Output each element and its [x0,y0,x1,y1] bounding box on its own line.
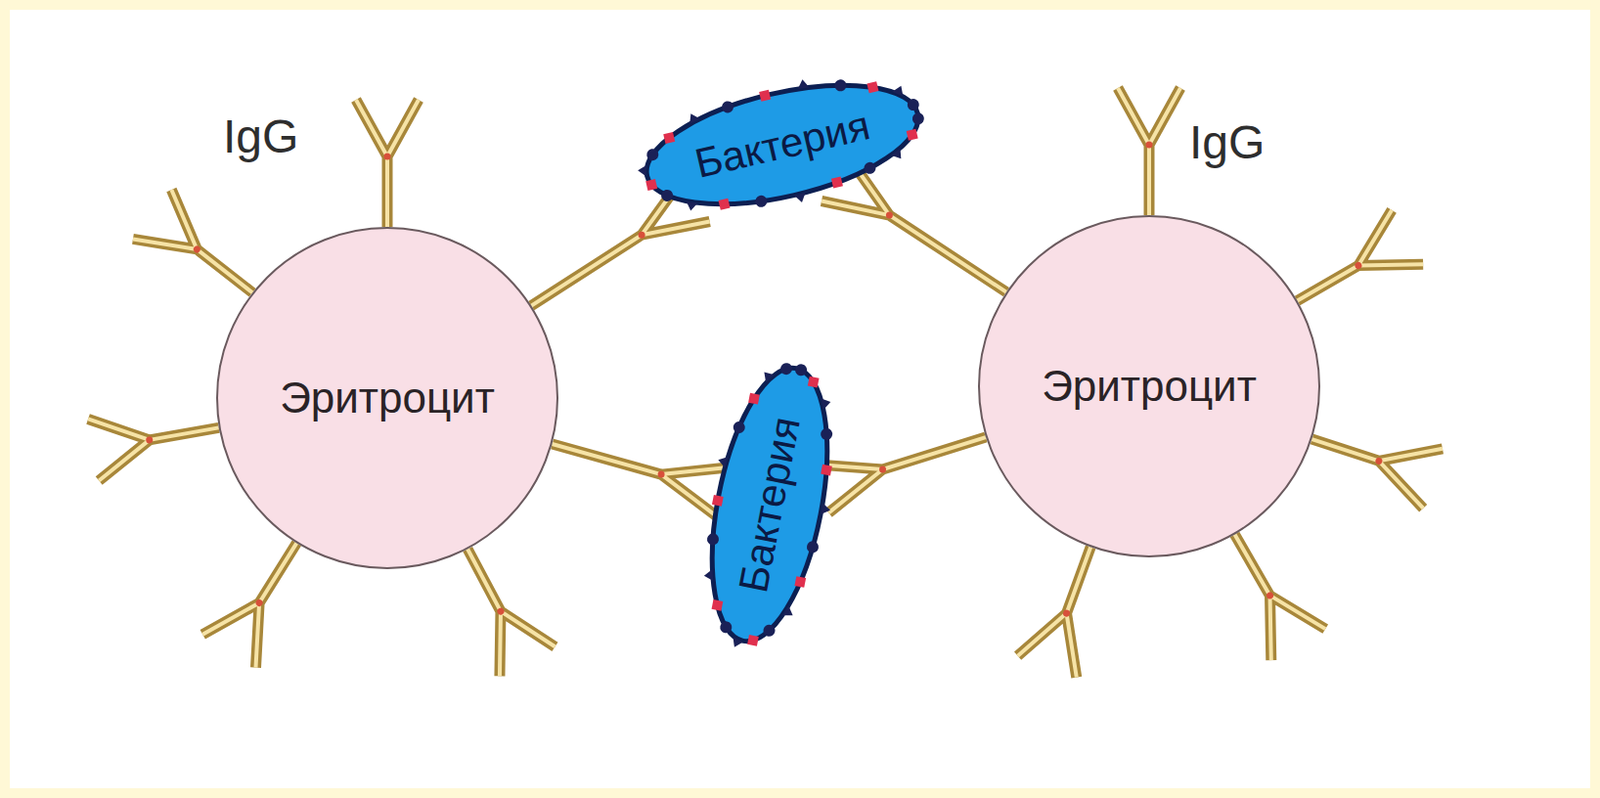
node-text: Эритроцит [279,373,495,423]
surface-antigen [833,78,847,92]
surface-antigen [862,161,877,176]
surface-antigen [889,147,903,161]
surface-antigen [906,129,919,141]
antibody [1302,409,1443,509]
surface-antigen [660,188,674,203]
surface-antigen [794,362,808,377]
surface-antigen [820,464,833,477]
surface-antigen [807,376,820,389]
antibody [1207,519,1326,662]
surface-antigen [779,361,794,376]
surface-antigen [703,568,715,581]
erythrocyte-circle: Эритроцит [216,226,559,570]
erythrocyte-circle: Эритроцит [977,215,1321,558]
surface-antigen [891,86,904,99]
antibody-label: IgG [1189,115,1265,170]
surface-antigen [711,599,724,612]
surface-antigen [711,494,724,507]
node-text: Эритроцит [1041,361,1257,411]
surface-antigen [645,147,660,162]
surface-antigen [718,620,733,634]
antibody-label: IgG [222,109,299,164]
surface-antigen [818,398,832,411]
surface-antigen [732,420,747,435]
surface-antigen [686,198,700,212]
surface-antigen [794,192,808,205]
surface-antigen [747,634,759,647]
surface-antigen [754,194,768,209]
surface-antigen [761,623,776,638]
surface-antigen [720,99,735,114]
antibody [1117,88,1181,216]
surface-antigen [796,78,810,90]
antibody-bridge [552,444,731,517]
antibody [355,99,419,227]
antibody [1282,210,1424,328]
surface-antigen [718,198,731,211]
surface-antigen [794,576,806,588]
surface-antigen [716,454,729,469]
surface-antigen [706,532,720,546]
surface-antigen [636,165,650,179]
surface-antigen [687,111,702,125]
surface-antigen [906,97,921,112]
surface-antigen [831,177,844,189]
bacterium-ellipse: Бактерия [688,355,850,655]
surface-antigen [911,111,926,126]
surface-antigen [748,393,760,405]
surface-antigen [663,132,675,144]
antibody [88,397,224,482]
surface-antigen [761,372,775,385]
antibody [440,533,556,676]
surface-antigen [731,636,745,649]
antibody-bridge [813,437,986,513]
surface-antigen [758,89,771,102]
surface-antigen [782,604,796,618]
surface-antigen [866,81,879,93]
antibody [1018,536,1121,678]
bacterium-ellipse: Бактерия [631,59,934,230]
surface-antigen [820,502,832,517]
surface-antigen [819,427,834,442]
surface-antigen [645,178,658,191]
surface-antigen [805,539,820,554]
